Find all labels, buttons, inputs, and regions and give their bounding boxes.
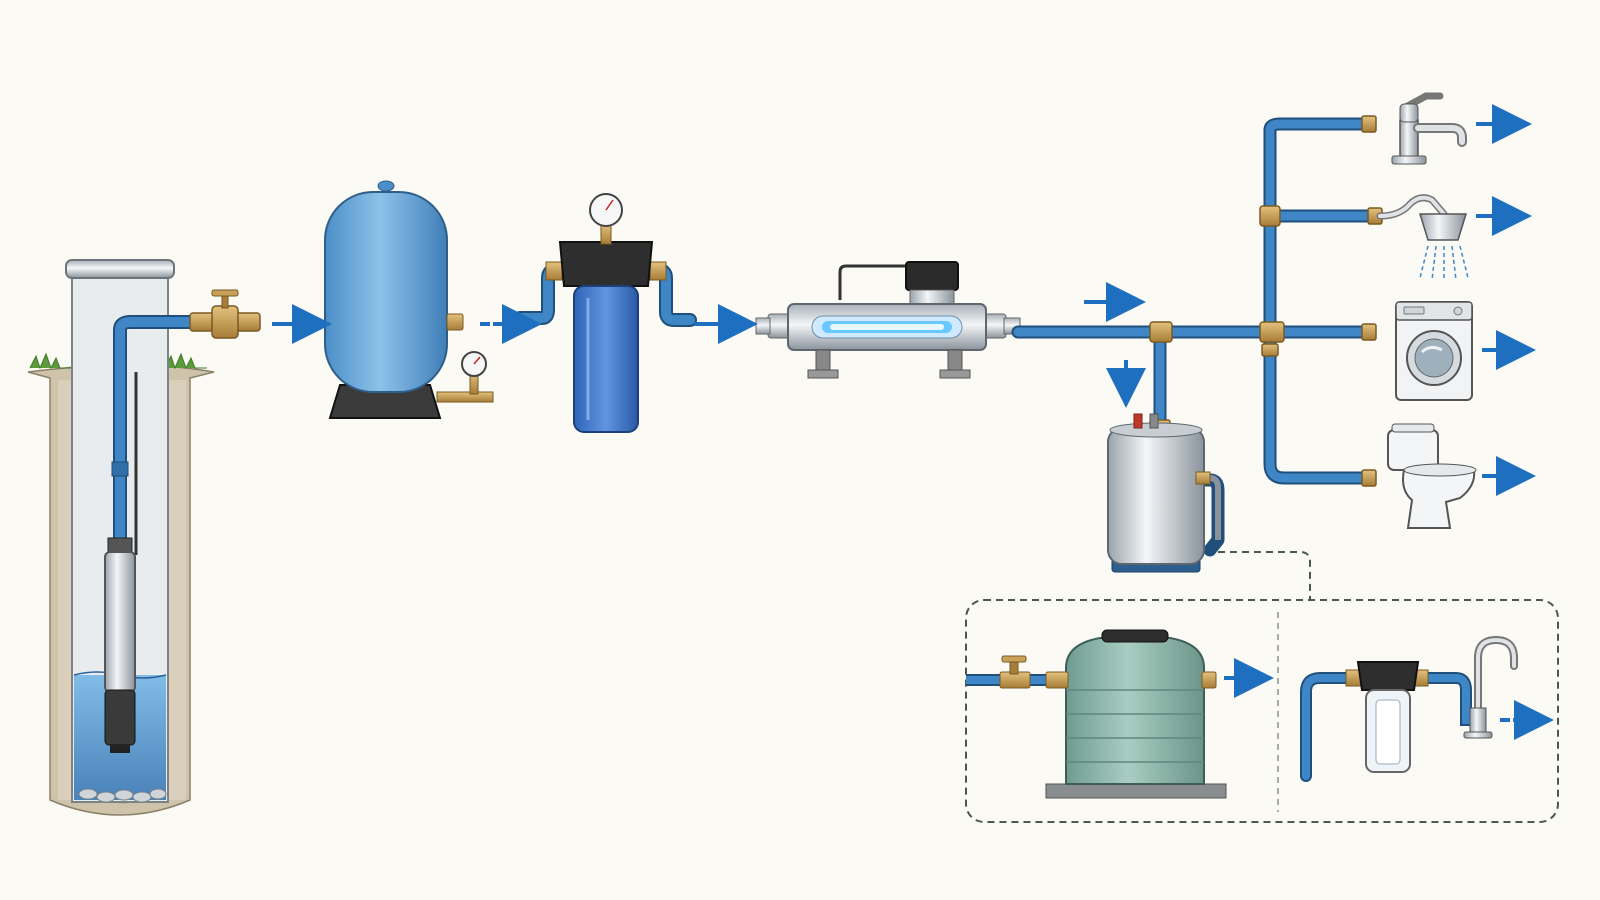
submersible-well-pump-icon	[104, 537, 136, 753]
uv-sterilizer	[755, 261, 1021, 379]
detail-box	[965, 599, 1559, 823]
storage-tank-icon	[1045, 629, 1227, 799]
tank-pressure-gauge	[436, 351, 494, 403]
water-heater	[1107, 413, 1211, 573]
washing-machine	[1395, 301, 1473, 401]
well	[27, 259, 215, 816]
faucet-icon	[1391, 92, 1467, 165]
storage-tank	[966, 629, 1227, 799]
water-heater-icon	[1107, 413, 1211, 573]
well-valve	[189, 289, 261, 339]
pressure-tank-icon	[324, 180, 464, 419]
toilet-icon	[1387, 423, 1477, 529]
filter-pressure-gauge	[589, 193, 623, 245]
cartridge-filter-icon	[545, 241, 667, 433]
well-cap	[65, 259, 175, 279]
ball-valve-icon	[999, 655, 1031, 689]
gooseneck-tap-icon	[1463, 635, 1518, 739]
cartridge-filter-icon	[1345, 661, 1429, 773]
ball-valve-icon	[189, 289, 261, 339]
pressure-gauge-icon	[589, 193, 623, 227]
detail-callout	[965, 551, 1559, 823]
drinking-tap	[1463, 635, 1518, 739]
distribution-piping	[1011, 115, 1383, 557]
point-of-use-filter	[1300, 661, 1486, 782]
shower-head-icon	[1376, 194, 1469, 281]
shower	[1376, 194, 1469, 281]
kitchen-faucet	[1391, 92, 1467, 165]
flow-arrows	[272, 104, 1554, 740]
sediment-filter	[513, 193, 697, 433]
pressure-tank	[324, 180, 494, 419]
uv-lamp-icon	[755, 261, 1021, 379]
washing-machine-icon	[1395, 301, 1473, 401]
toilet	[1387, 423, 1477, 529]
pressure-gauge-icon	[461, 351, 487, 377]
